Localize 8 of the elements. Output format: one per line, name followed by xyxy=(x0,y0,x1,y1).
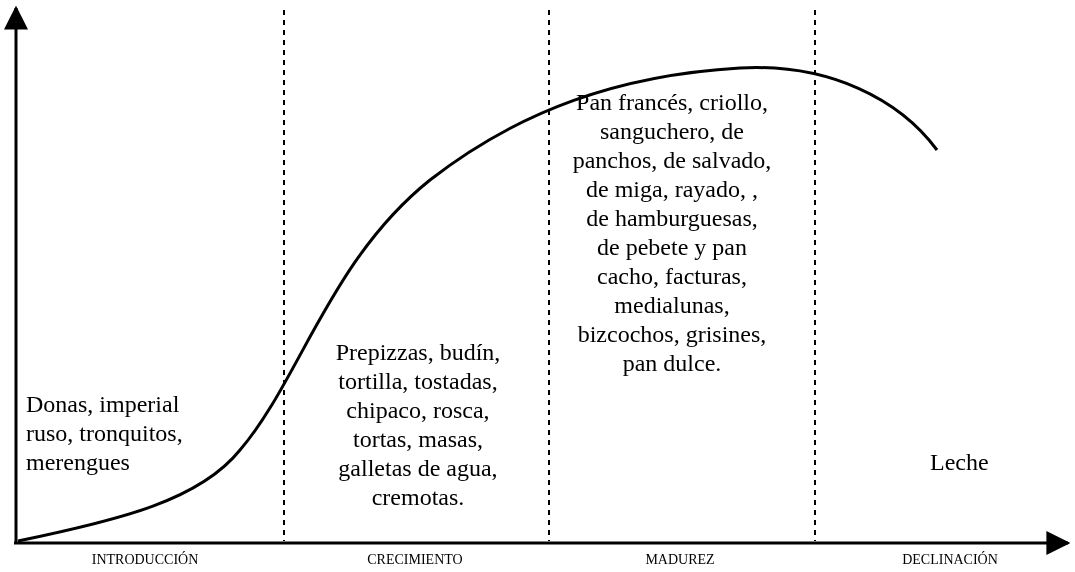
stage-products-text: Donas, imperial ruso, tronquitos, merengues xyxy=(26,390,184,477)
stage-label: CRECIMIENTO xyxy=(366,552,464,568)
stage-products-text: Pan francés, criollo, sanguchero, de panchos, de salvado, de miga, rayado, , de hamburguesas, de pebete y pan cacho, facturas, medialunas, bizcochos, grisines, pan dulce. xyxy=(572,88,772,378)
stage-label: DECLINACIÓN xyxy=(901,552,999,568)
stage-products-text: Leche xyxy=(930,448,990,477)
stage-products-text: Prepizzas, budín, tortilla, tostadas, chipaco, rosca, tortas, masas, galletas de agua, cremotas. xyxy=(334,338,502,512)
stage-label: INTRODUCCIÓN xyxy=(90,552,200,568)
stage-label: MADUREZ xyxy=(644,552,716,568)
